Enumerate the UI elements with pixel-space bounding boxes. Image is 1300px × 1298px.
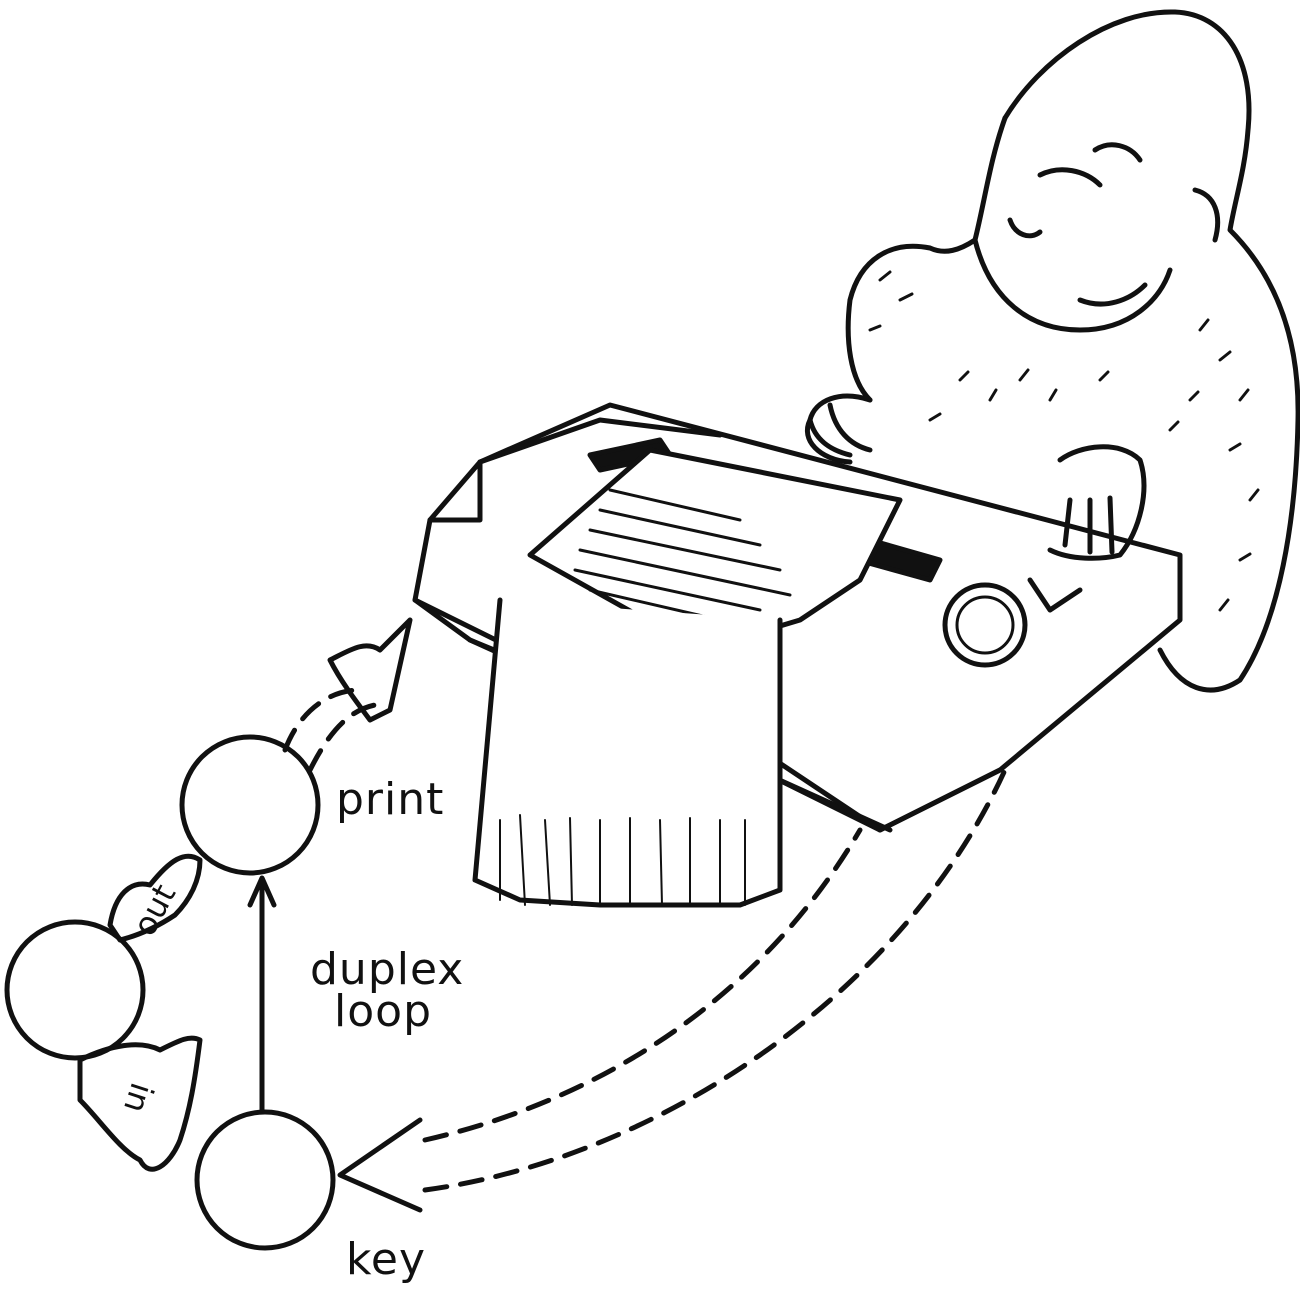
label-duplex: duplex: [310, 944, 465, 995]
node-key: [194, 1109, 336, 1251]
flame-arrow-print: [327, 617, 413, 723]
node-left: [4, 919, 146, 1061]
label-loop: loop: [334, 986, 432, 1037]
gorilla-illustration: [805, 9, 1300, 693]
flame-arrow-in: [77, 1035, 203, 1172]
label-key: key: [346, 1234, 427, 1285]
duplex-arrow: [247, 875, 277, 1113]
node-print: [179, 734, 321, 876]
paper-sheet: [472, 447, 903, 908]
dashed-cable: [282, 687, 1008, 1193]
flame-arrow-key: [337, 1117, 423, 1213]
label-print: print: [336, 774, 445, 825]
flame-arrow-out: [107, 853, 203, 943]
